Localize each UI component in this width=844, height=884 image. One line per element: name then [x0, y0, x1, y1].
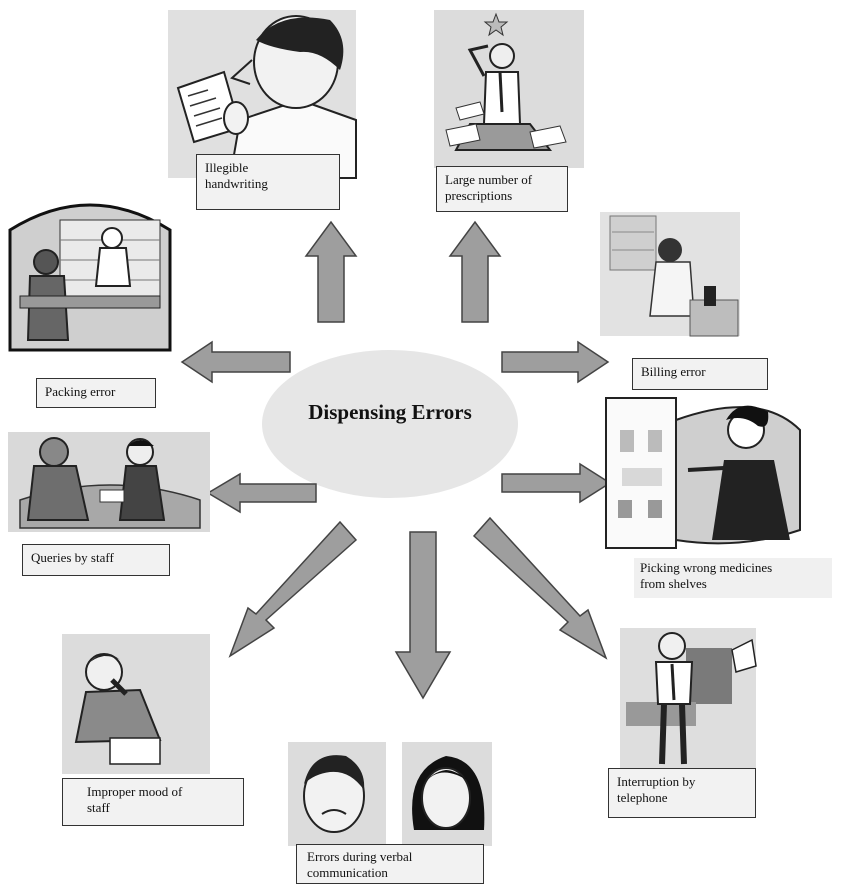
arrow-to-large-number-prescriptions — [448, 220, 502, 323]
center-ellipse — [262, 350, 518, 498]
billing-error-illustration — [600, 212, 740, 337]
label-queries-by-staff: Queries by staff — [22, 544, 170, 576]
label-verbal-communication: Errors during verbal communication — [296, 844, 484, 884]
illegible-handwriting-illustration — [168, 10, 357, 179]
label-large-number-prescriptions: Large number of prescriptions — [436, 166, 568, 212]
center-title: Dispensing Errors — [308, 400, 472, 424]
arrow-to-billing-error — [501, 340, 610, 384]
arrow-to-queries-by-staff — [206, 472, 317, 514]
label-picking-wrong-medicines: Picking wrong medicines from shelves — [634, 558, 832, 598]
label-billing-error: Billing error — [632, 358, 768, 390]
verbal-communication-illustration — [288, 742, 492, 846]
label-illegible-handwriting: Illegible handwriting — [196, 154, 340, 210]
arrow-to-illegible-handwriting — [304, 220, 358, 323]
packing-error-illustration — [8, 203, 172, 352]
large-number-prescriptions-illustration — [434, 10, 584, 168]
arrow-to-packing-error — [180, 340, 291, 384]
label-interruption-telephone: Interruption by telephone — [608, 768, 756, 818]
label-improper-mood: Improper mood of staff — [62, 778, 244, 826]
interruption-telephone-illustration — [620, 628, 757, 768]
queries-by-staff-illustration — [8, 432, 210, 532]
arrow-to-verbal-communication — [394, 531, 452, 700]
picking-wrong-medicines-illustration — [605, 397, 801, 549]
arrow-to-improper-mood — [228, 520, 358, 658]
arrow-to-interruption-telephone — [472, 516, 608, 660]
label-packing-error: Packing error — [36, 378, 156, 408]
improper-mood-illustration — [62, 634, 210, 774]
arrow-to-picking-wrong-medicines — [501, 462, 612, 504]
